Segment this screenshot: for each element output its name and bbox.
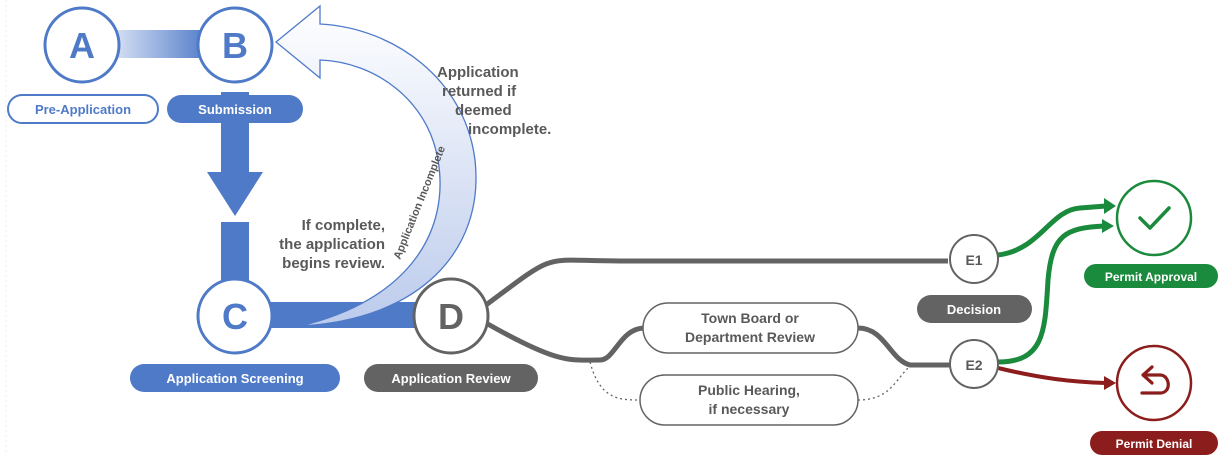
application-review-label: Application Review: [391, 371, 511, 386]
node-d-letter: D: [438, 296, 464, 337]
b-to-c-lower-shaft: [221, 222, 249, 284]
public-hearing-line-2: if necessary: [709, 401, 790, 417]
node-e2-label: E2: [965, 357, 982, 373]
submission-label: Submission: [198, 102, 272, 117]
approval-circle: [1115, 179, 1193, 257]
pre-application-pill: [7, 94, 159, 124]
returned-note-line-1: Application: [437, 64, 519, 81]
permit-denial-pill: [1090, 431, 1218, 455]
a-to-b-connector: [110, 30, 210, 58]
d-to-e1-path: [484, 257, 948, 308]
board-to-e2-path: [857, 325, 950, 368]
e2-to-denial-path: [997, 366, 1107, 385]
node-c-letter: C: [222, 296, 248, 337]
node-e1-label: E1: [965, 252, 982, 268]
b-to-c-arrowhead: [207, 172, 263, 216]
application-screening-pill: [130, 364, 340, 392]
permit-approval-label: Permit Approval: [1105, 270, 1197, 284]
permit-denial-label: Permit Denial: [1116, 437, 1193, 451]
decision-label: Decision: [947, 302, 1001, 317]
returned-note: Application returned if deemed incomplet…: [422, 63, 612, 139]
decision-pill: [917, 295, 1032, 323]
submission-pill: [167, 95, 303, 123]
complete-note-line-3: begins review.: [282, 255, 385, 272]
e1-to-approval-path: [997, 203, 1107, 258]
complete-note: If complete, the application begins revi…: [255, 216, 385, 273]
returned-note-line-3: deemed: [455, 102, 512, 119]
permit-approval-pill: [1084, 264, 1218, 288]
town-board-line-1: Town Board or: [701, 310, 799, 326]
e2-approval-arrowhead: [1102, 219, 1114, 233]
node-c-circle: [196, 277, 274, 355]
denial-arrowhead: [1104, 376, 1116, 390]
e1-approval-arrowhead: [1104, 198, 1116, 214]
d-to-hearing-dotted-path: [589, 361, 641, 401]
return-arc-arrow: [274, 4, 477, 327]
hearing-to-e2-dotted-path: [857, 365, 911, 401]
node-a-circle: [43, 6, 121, 84]
denial-circle: [1115, 344, 1193, 422]
complete-note-line-2: the application: [279, 236, 385, 253]
town-board-review-box: [642, 302, 859, 354]
returned-note-line-2: returned if: [442, 83, 517, 100]
node-b-circle: [196, 6, 274, 84]
e2-to-approval-path: [997, 223, 1105, 365]
complete-note-line-1: If complete,: [301, 217, 385, 234]
public-hearing-line-1: Public Hearing,: [698, 382, 800, 398]
pre-application-label: Pre-Application: [35, 102, 131, 117]
d-to-board-path: [484, 320, 646, 363]
application-review-pill: [364, 364, 538, 392]
node-e1-circle: [949, 234, 999, 284]
public-hearing-box: [639, 374, 859, 426]
node-a-letter: A: [69, 25, 95, 66]
node-b-letter: B: [222, 25, 248, 66]
return-arrow-icon: [1140, 365, 1170, 395]
node-e2-circle: [949, 339, 999, 389]
node-d-circle: [412, 277, 490, 355]
application-screening-label: Application Screening: [166, 371, 303, 386]
checkmark-icon: [1138, 206, 1171, 230]
returned-note-line-4: incomplete.: [468, 121, 552, 138]
town-board-line-2: Department Review: [685, 329, 815, 345]
